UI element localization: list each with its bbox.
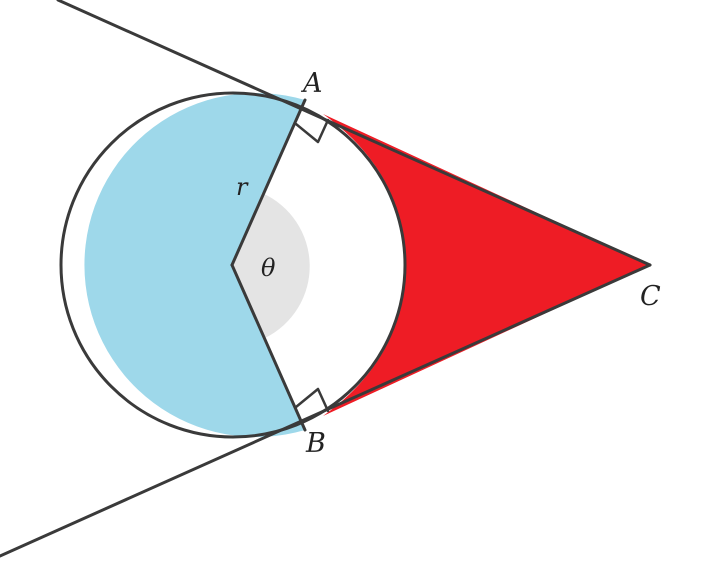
right-angle-marker-b bbox=[294, 387, 330, 413]
right-angle-marker-a bbox=[294, 118, 330, 144]
tangent-region bbox=[323, 114, 650, 416]
radius-ob bbox=[230, 263, 307, 432]
angle-theta-sector bbox=[232, 193, 310, 338]
label-point-c: C bbox=[640, 281, 661, 312]
tangent-line-lower bbox=[0, 263, 652, 558]
major-sector-region bbox=[84, 93, 306, 437]
label-angle-theta: θ bbox=[261, 254, 276, 282]
radius-oa bbox=[230, 98, 307, 267]
circle-outline bbox=[59, 91, 407, 439]
label-point-a: A bbox=[300, 68, 323, 99]
label-point-b: B bbox=[305, 428, 326, 459]
tangent-line-upper bbox=[56, 0, 652, 267]
label-radius: r bbox=[236, 173, 249, 201]
